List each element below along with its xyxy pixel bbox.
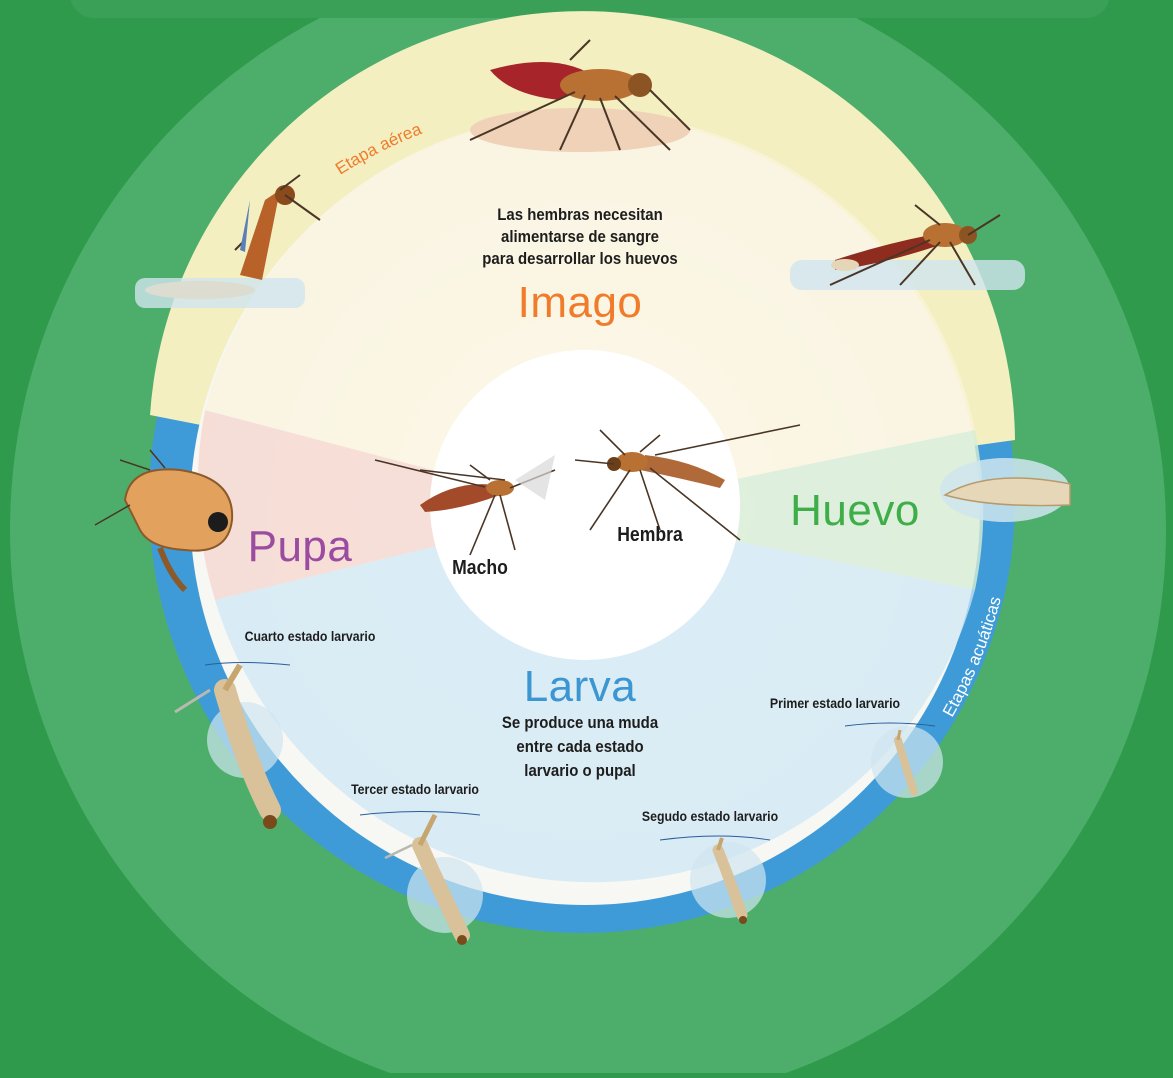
imago-note-line-1: Las hembras necesitan [457,204,703,225]
imago-note-line-3: para desarrollar los huevos [457,248,703,269]
stage-label-imago: Imago [480,278,680,328]
instar-label-third: Tercer estado larvario [340,781,490,797]
center-label-male: Macho [436,557,524,580]
larva-note-line-3: larvario o pupal [474,760,685,781]
egg-raft-illustration [940,458,1070,522]
stage-label-pupa: Pupa [235,522,365,572]
instar-label-first: Primer estado larvario [760,695,910,711]
instar-label-fourth: Cuarto estado larvario [226,628,393,644]
center-disc [430,350,740,660]
imago-note-line-2: alimentarse de sangre [457,226,703,247]
larva-note-line-2: entre cada estado [474,736,685,757]
instar-label-second: Segudo estado larvario [631,808,789,824]
stage-label-larva: Larva [505,662,655,712]
first-instar-larva-illustration [871,726,943,798]
center-label-female: Hembra [606,524,694,547]
stage-label-egg: Huevo [790,486,920,536]
larva-note-line-1: Se produce una muda [474,712,685,733]
